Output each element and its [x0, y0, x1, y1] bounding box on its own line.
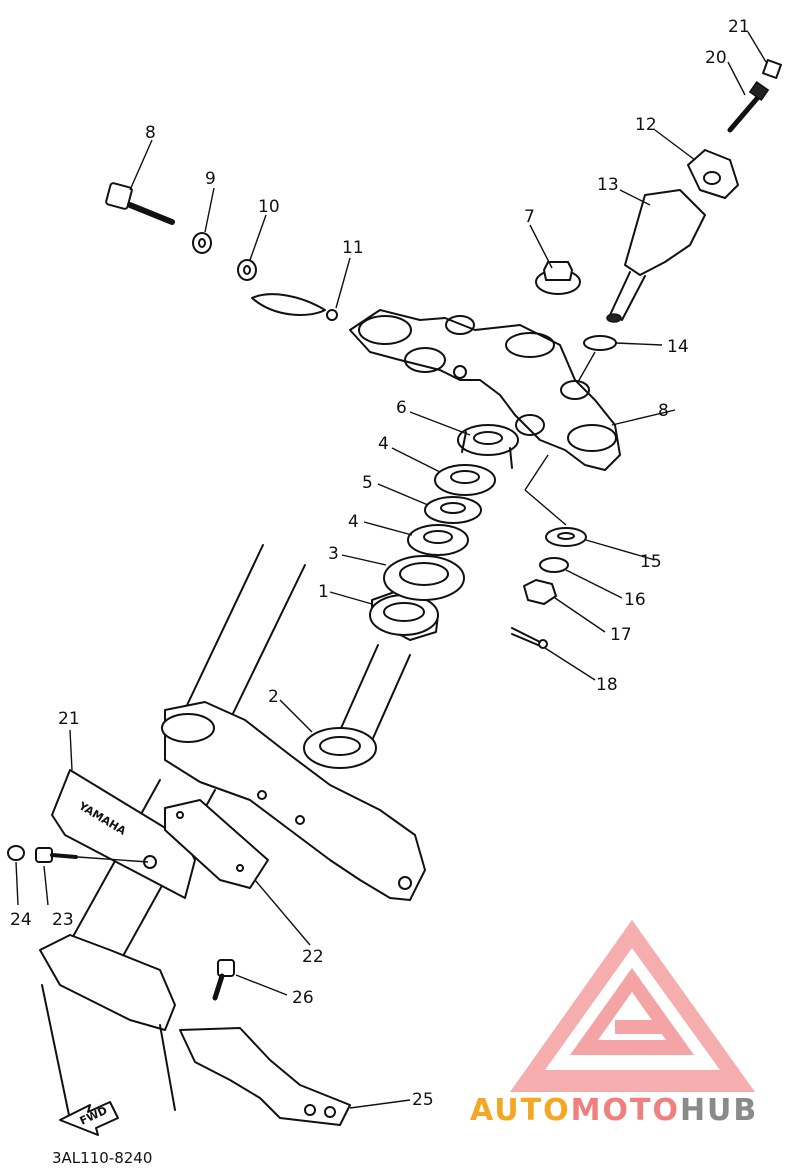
callout-4-upper: 4	[378, 434, 389, 454]
callout-21: 21	[728, 17, 750, 37]
cotter-pin-19	[511, 627, 548, 649]
handlebar-holder-14	[606, 189, 706, 323]
emblem-22: YAMAHA	[51, 769, 196, 899]
callout-25: 24	[10, 910, 32, 930]
bolt-27	[212, 959, 235, 1001]
washer-16	[545, 527, 587, 547]
axis-lines	[524, 351, 596, 526]
lock-washer-6	[457, 424, 519, 469]
callout-13: 12	[635, 115, 657, 135]
callout-1: 1	[318, 582, 329, 602]
callout-8: 8	[658, 401, 669, 421]
bearing-2	[303, 727, 377, 769]
callout-16: 15	[640, 552, 662, 572]
lock-washer-17	[539, 557, 569, 573]
callout-15: 14	[667, 337, 689, 357]
fork-tubes	[59, 544, 411, 966]
callout-24: 23	[52, 910, 74, 930]
callout-20: 20	[705, 48, 727, 68]
callout-4-lower: 4	[348, 512, 359, 532]
callout-26: 25	[412, 1090, 434, 1110]
callout-19: 18	[596, 675, 618, 695]
nut-21	[762, 59, 782, 79]
brand-moto: MOTO	[571, 1093, 680, 1128]
holder-cap-13	[687, 149, 739, 199]
ring-nut-4-lower	[407, 524, 469, 556]
bearing-3	[383, 555, 465, 601]
bracket-26	[179, 1027, 351, 1126]
bolt-9	[105, 182, 175, 225]
clip-12	[251, 293, 338, 321]
nut-18	[523, 579, 557, 605]
callout-23: 22	[302, 947, 324, 967]
bolt-24	[35, 847, 78, 863]
bracket-23	[164, 799, 269, 889]
washer-11	[237, 259, 257, 281]
callout-5: 5	[362, 473, 373, 493]
callout-11: 10	[258, 197, 280, 217]
lower-fork	[39, 934, 176, 1121]
cap-25	[7, 845, 25, 861]
cap-nut-7	[535, 261, 581, 295]
leader-lines	[15, 31, 767, 1109]
callout-27: 26	[292, 988, 314, 1008]
automotohub-logo	[510, 920, 755, 1092]
callout-18: 17	[610, 625, 632, 645]
callout-10: 9	[205, 169, 216, 189]
washer-5	[424, 496, 482, 524]
fwd-arrow: FWD	[59, 1101, 119, 1136]
callout-7: 7	[524, 207, 535, 227]
diagram-code: 3AL110-8240	[52, 1149, 152, 1167]
lower-bracket	[161, 701, 426, 901]
callout-14: 13	[597, 175, 619, 195]
callout-6: 6	[396, 398, 407, 418]
washer-10	[192, 232, 212, 254]
ring-nut-4-upper	[434, 464, 496, 496]
washer-15	[583, 335, 617, 351]
callout-9: 8	[145, 123, 156, 143]
callout-2: 2	[268, 687, 279, 707]
brand-hub: HUB	[680, 1093, 758, 1128]
brand-auto: AUTO	[470, 1093, 571, 1128]
callout-22: 21	[58, 709, 80, 729]
upper-bracket-8	[349, 309, 621, 471]
callouts: 8 9 10 11 12 13 7 20 21 14 8 6 4 5 4 3 1…	[10, 17, 750, 1110]
brand-text: AUTOMOTOHUB	[470, 1093, 758, 1128]
callout-12: 11	[342, 238, 364, 258]
callout-3: 3	[328, 544, 339, 564]
callout-17: 16	[624, 590, 646, 610]
bolt-20	[727, 81, 770, 133]
